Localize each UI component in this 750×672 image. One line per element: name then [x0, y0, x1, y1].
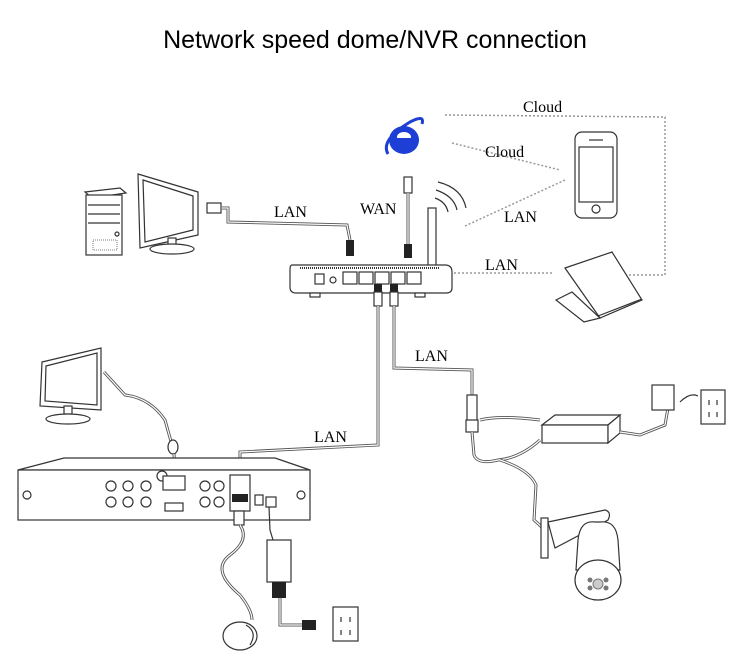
label-lan-laptop: LAN: [485, 257, 518, 274]
mouse-icon: [220, 510, 258, 651]
outlet-icon-right: [700, 389, 726, 425]
label-wan: WAN: [360, 201, 397, 218]
label-cloud-mid: Cloud: [485, 144, 524, 161]
ptz-camera-icon: [540, 509, 622, 601]
wifi-waves-icon: [434, 181, 467, 213]
power-supply-icon: [540, 384, 699, 445]
label-lan-phone: LAN: [504, 209, 537, 226]
cloud-link-top: [444, 114, 666, 276]
diagram-title: Network speed dome/NVR connection: [163, 26, 587, 54]
nvr-icon: [17, 457, 311, 521]
lan-cable-pc: [206, 202, 354, 256]
wan-cable: [403, 176, 413, 258]
network-port: [229, 474, 251, 512]
hdmi-port: [164, 502, 184, 512]
pc-tower-icon: [83, 187, 128, 256]
router-down-cables: [238, 284, 474, 474]
nvr-monitor-icon: [39, 347, 179, 473]
cloud-links: [444, 114, 666, 276]
bnc-ports: [105, 480, 225, 508]
laptop-icon: [554, 251, 643, 323]
label-cloud-top: Cloud: [523, 99, 562, 116]
power-adapter-icon: [266, 506, 316, 630]
cloud-link-mid: [451, 142, 561, 171]
phone-icon: [574, 131, 618, 219]
outlet-icon: [332, 606, 359, 642]
router-icon: [289, 207, 453, 298]
poe-splitter: [465, 394, 547, 532]
internet-explorer-icon: [384, 117, 424, 155]
label-lan-nvr: LAN: [314, 429, 347, 446]
pc-monitor-icon: [137, 173, 199, 255]
label-lan-camera: LAN: [415, 348, 448, 365]
vga-port: [162, 475, 186, 491]
label-lan-pc: LAN: [274, 204, 307, 221]
